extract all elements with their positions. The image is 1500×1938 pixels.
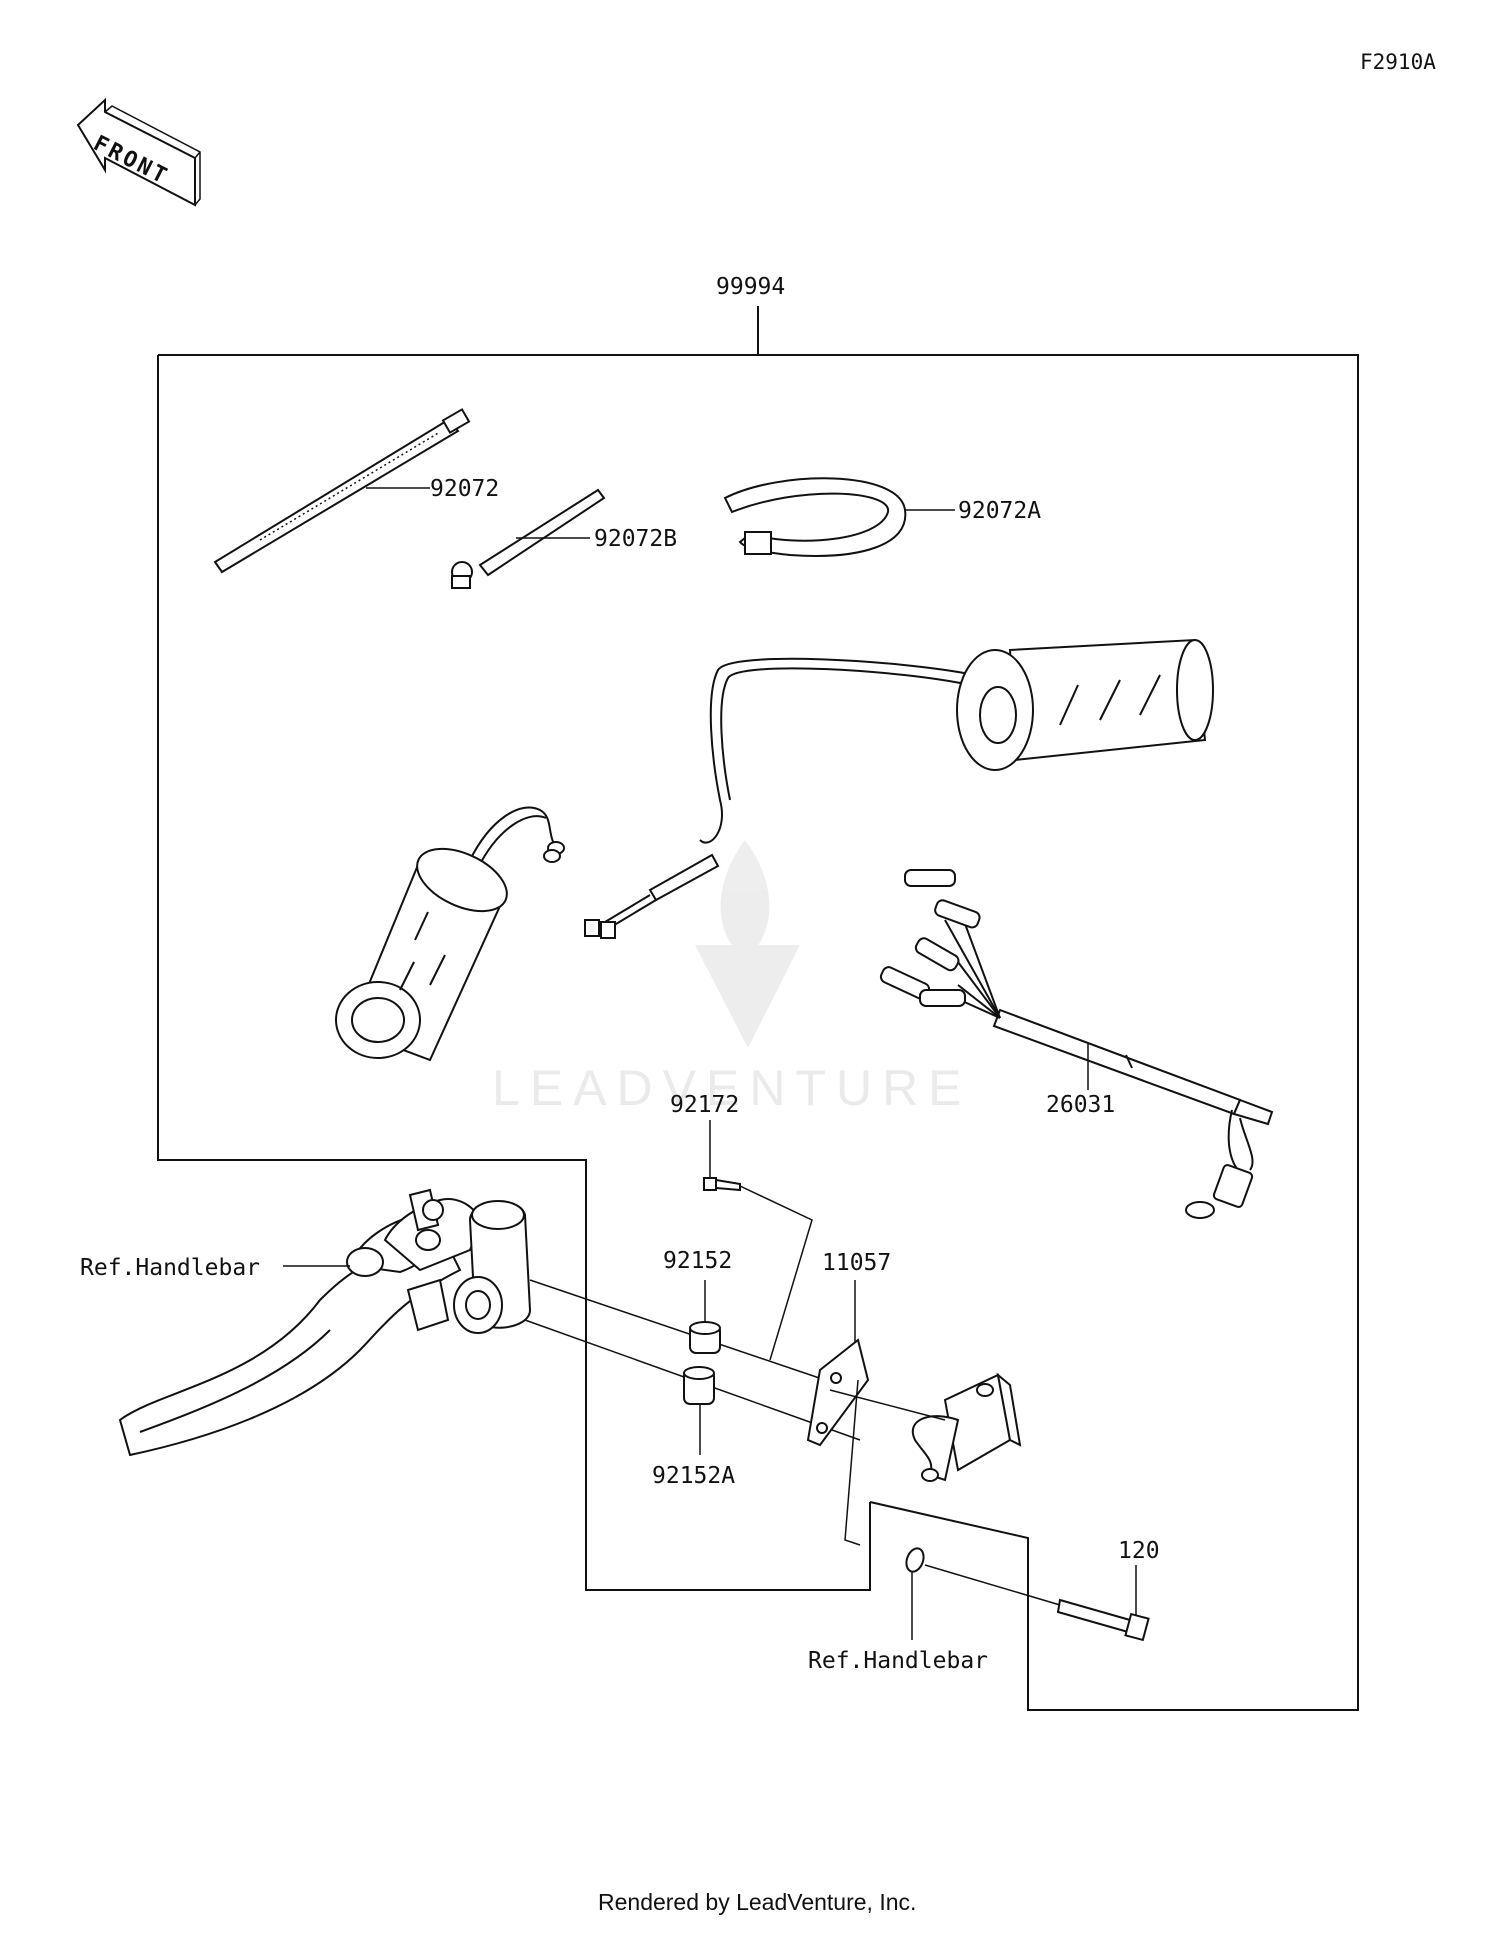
label-92072B: 92072B [594, 526, 677, 552]
collar-part [689, 1321, 721, 1354]
bolt-part [1056, 1565, 1150, 1642]
label-11057: 11057 [822, 1250, 891, 1276]
cable-tie-part [213, 408, 471, 574]
label-92072A: 92072A [958, 498, 1041, 524]
front-arrow-icon: FRONT [76, 97, 201, 207]
label-99994: 99994 [716, 274, 785, 300]
label-26031: 26031 [1046, 1092, 1115, 1118]
left-grip-part [335, 806, 565, 1062]
label-120: 120 [1118, 1538, 1160, 1564]
label-92072: 92072 [430, 476, 499, 502]
bracket-part [806, 1338, 870, 1546]
right-grip-connectors [584, 853, 720, 939]
clip-tie-part [451, 488, 606, 589]
label-ref-handlebar-left: Ref.Handlebar [80, 1255, 260, 1281]
figure-code: F2910A [1360, 50, 1436, 74]
washer-part [905, 1547, 1061, 1640]
footer-credit: Rendered by LeadVenture, Inc. [598, 1889, 916, 1915]
label-92152A: 92152A [652, 1463, 735, 1489]
label-92172: 92172 [670, 1092, 739, 1118]
collar-a-part [683, 1366, 715, 1405]
band-tie-part [723, 477, 955, 557]
lever-assembly-part [118, 1188, 861, 1457]
screw-part [703, 1177, 813, 1361]
watermark-logo: LEADVENTURE [492, 840, 972, 1116]
label-ref-handlebar-bottom: Ref.Handlebar [808, 1648, 988, 1674]
right-grip-part [699, 638, 1214, 844]
label-92152: 92152 [663, 1248, 732, 1274]
watermark-text: LEADVENTURE [492, 1060, 972, 1116]
switch-part [829, 1372, 1022, 1482]
harness-part [879, 869, 1274, 1219]
